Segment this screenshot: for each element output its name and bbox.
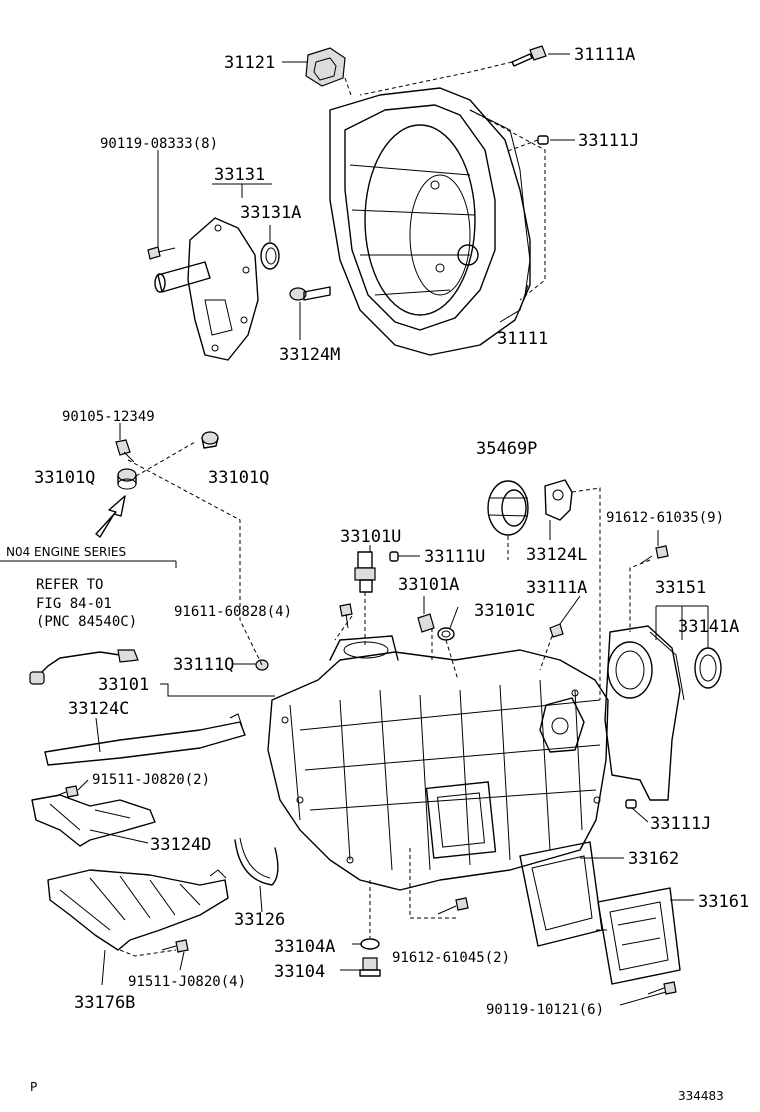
- bolt-31111A: [511, 45, 547, 67]
- label-33104A: 33104A: [274, 937, 335, 957]
- label-33111U: 33111U: [424, 547, 485, 567]
- extension-housing-33151: [604, 625, 685, 801]
- pin-33111U: [389, 551, 399, 562]
- label-33111J-bottom: 33111J: [650, 814, 711, 834]
- label-33162: 33162: [628, 849, 679, 869]
- label-33101: 33101: [98, 675, 149, 695]
- transmission-case-33101: [267, 635, 609, 891]
- speed-sensor-harness: [29, 649, 139, 685]
- label-33124C: 33124C: [68, 699, 129, 719]
- label-35469P: 35469P: [476, 439, 537, 459]
- label-91611-60828: 91611-60828(4): [174, 604, 292, 620]
- undercover-33176B: [47, 869, 229, 951]
- cover-33161: [597, 887, 681, 985]
- label-90119-10121: 90119-10121(6): [486, 1002, 604, 1018]
- label-91612-61045: 91612-61045(2): [392, 950, 510, 966]
- label-33104: 33104: [274, 962, 325, 982]
- callout-labels: 31121 31111A 90119-08333(8) 33111J 33131…: [6, 45, 749, 1103]
- pin-33111J-bottom: [625, 799, 637, 809]
- bolt-90105-12349: [115, 439, 135, 463]
- label-pnc-ref: (PNC 84540C): [36, 614, 137, 630]
- pin-33111Q: [255, 659, 269, 671]
- pin-33111J-top: [537, 135, 549, 145]
- label-figure-number: 334483: [678, 1089, 724, 1103]
- part-31121-cover: [305, 47, 346, 87]
- label-33126: 33126: [234, 910, 285, 930]
- plug-33101Q-left: [117, 468, 137, 490]
- label-fig-ref: FIG 84-01: [36, 596, 112, 612]
- bracket-33124D: [31, 794, 156, 847]
- label-91511-J0820-4: 91511-J0820(4): [128, 974, 246, 990]
- label-33111A: 33111A: [526, 578, 587, 598]
- oil-seal-33131A: [260, 242, 280, 270]
- label-corner-p: P: [30, 1080, 37, 1094]
- label-90105-12349: 90105-12349: [62, 409, 155, 425]
- gear-35469P: [487, 480, 529, 536]
- bolt-91511-J0820-2: [55, 785, 79, 798]
- label-33101Q-right: 33101Q: [208, 468, 269, 488]
- plate-33124C: [44, 713, 246, 766]
- label-33124M: 33124M: [279, 345, 340, 365]
- bolt-90119-08333: [147, 246, 176, 260]
- clutch-housing-31111: [329, 87, 531, 356]
- bolt-90119-10121: [647, 981, 677, 995]
- top-leader-lines: [157, 53, 575, 340]
- label-33101C: 33101C: [474, 601, 535, 621]
- label-33111J-top: 33111J: [578, 131, 639, 151]
- bolt-91511-J0820-4: [161, 939, 189, 953]
- label-33101U: 33101U: [340, 527, 401, 547]
- gasket-33162: [519, 841, 603, 947]
- bolt-91612-61035: [639, 545, 669, 565]
- label-31121: 31121: [224, 53, 275, 73]
- label-31111A: 31111A: [574, 45, 635, 65]
- label-33101Q-left: 33101Q: [34, 468, 95, 488]
- gasket-33101C: [437, 627, 455, 641]
- label-31111: 31111: [497, 329, 548, 349]
- plug-33101A: [417, 613, 435, 633]
- label-n04-engine-series: N04 ENGINE SERIES: [6, 545, 126, 559]
- sensor-33101U: [354, 551, 376, 593]
- label-33111Q: 33111Q: [173, 655, 234, 675]
- label-33124D: 33124D: [150, 835, 211, 855]
- gasket-33104A: [360, 938, 380, 950]
- label-33141A: 33141A: [678, 617, 739, 637]
- pin-33124M: [289, 286, 331, 301]
- bolt-91611-60828: [339, 603, 353, 629]
- label-33124L: 33124L: [526, 545, 587, 565]
- plate-33124L: [544, 479, 573, 521]
- plug-33101Q-right: [201, 431, 219, 449]
- label-91612-61035: 91612-61035(9): [606, 510, 724, 526]
- lower-leader-lines: [77, 423, 709, 1006]
- front-bearing-retainer-33131: [154, 217, 259, 361]
- arrow-indicator: [95, 495, 126, 538]
- snap-ring-33126: [234, 839, 279, 886]
- label-33176B: 33176B: [74, 993, 135, 1013]
- drain-plug-33104: [359, 957, 381, 977]
- label-33101A: 33101A: [398, 575, 459, 595]
- label-33151: 33151: [655, 578, 706, 598]
- label-33131A: 33131A: [240, 203, 301, 223]
- pin-33111A: [549, 623, 564, 638]
- label-refer-to: REFER TO: [36, 577, 103, 593]
- label-33131: 33131: [214, 165, 265, 185]
- bolt-91612-61045: [437, 897, 469, 915]
- label-33161: 33161: [698, 892, 749, 912]
- label-90119-08333: 90119-08333(8): [100, 136, 218, 152]
- label-91511-J0820-2: 91511-J0820(2): [92, 772, 210, 788]
- oil-seal-33141A: [694, 647, 722, 689]
